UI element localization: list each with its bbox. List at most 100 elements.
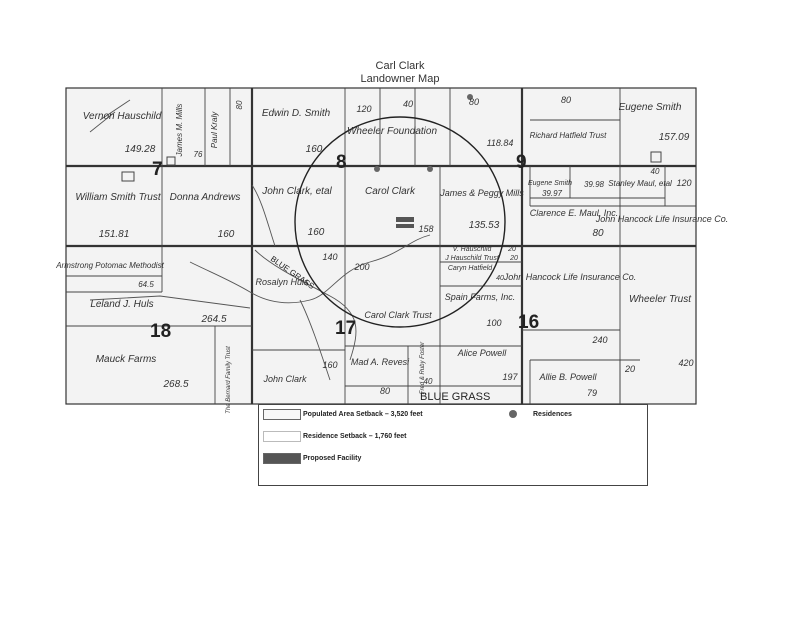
parcel-acres: 140 <box>322 252 337 262</box>
parcel-acres: 160 <box>308 227 325 238</box>
parcel-owner: The Bernard Family Trust <box>226 346 232 414</box>
parcel-owner: Clarence E. Maul, Inc. <box>530 208 619 218</box>
parcel-acres: 40 <box>424 377 433 386</box>
parcel-acres: 160 <box>306 144 323 155</box>
parcel-owner: Armstrong Potomac Methodist <box>55 261 164 270</box>
section-number: 9 <box>516 152 527 173</box>
parcel-owner: James M. Mills <box>175 104 184 158</box>
parcel-owner: Eugene Smith <box>619 102 682 113</box>
parcel-acres: 200 <box>353 262 369 272</box>
parcel-acres: 40 <box>651 167 660 176</box>
parcel-acres: 20 <box>624 364 635 374</box>
parcel-owner: William Smith Trust <box>75 192 162 203</box>
parcel-owner: Fred & Ruby Foster <box>420 341 426 394</box>
parcel-acres: 120 <box>676 178 691 188</box>
proposed-facility-marker <box>396 217 414 222</box>
parcel-acres: 80 <box>592 228 604 239</box>
legend-residences: Residences <box>533 411 572 418</box>
parcel-acres: 80 <box>561 95 571 105</box>
parcel-owner: Eugene Smith <box>528 180 572 187</box>
parcel-acres: 420 <box>678 358 693 368</box>
parcel-owner: Caryn Hatfield <box>448 265 493 272</box>
parcel-acres: 158 <box>418 224 433 234</box>
proposed-facility-marker-2 <box>396 224 414 228</box>
parcel-acres: 80 <box>380 386 390 396</box>
residence-setback-swatch <box>263 431 301 442</box>
parcel-owner: Donna Andrews <box>170 192 241 203</box>
parcel-acres: 80 <box>235 100 244 109</box>
parcel-acres: 120 <box>356 104 371 114</box>
parcel-owner: John Clark <box>262 374 307 384</box>
parcel-owner: John Hancock Life Insurance Co. <box>503 272 637 282</box>
residence-dot-3 <box>467 94 473 100</box>
parcel-owner: Mauck Farms <box>96 354 157 365</box>
parcel-acres: 149.28 <box>125 144 156 155</box>
parcel-acres: 100 <box>486 318 501 328</box>
map-legend: Populated Area Setback – 3,520 feet Resi… <box>258 404 648 486</box>
section-number: 17 <box>335 318 356 339</box>
parcel-acres: 64.5 <box>138 280 154 289</box>
small-box <box>650 151 662 163</box>
parcel-owner: Carol Clark <box>365 186 416 197</box>
parcel-owner: Rosalyn Huls <box>255 277 309 287</box>
parcel-owner: Alice Powell <box>457 348 508 358</box>
legend-populated-setback: Populated Area Setback – 3,520 feet <box>303 411 423 418</box>
section-number: 16 <box>518 312 539 333</box>
parcel-owner: John Clark, etal <box>261 186 332 197</box>
proposed-facility-swatch <box>263 453 301 464</box>
road-label: BLUE GRASS <box>420 391 490 403</box>
parcel-acres: 39.98 <box>584 180 605 189</box>
parcel-owner: J Hauschild Trust <box>444 255 500 262</box>
parcel-acres: 151.81 <box>99 229 130 240</box>
parcel-acres: 197 <box>502 372 518 382</box>
parcel-owner: Vernon Hauschild <box>83 111 162 122</box>
parcel-owner: Edwin D. Smith <box>262 108 331 119</box>
parcel-acres: 264.5 <box>200 314 226 325</box>
parcel-acres: 20 <box>509 255 518 262</box>
parcel-owner: Stanley Maul, etal <box>608 179 672 188</box>
legend-proposed-facility: Proposed Facility <box>303 455 362 462</box>
parcel-acres: 40 <box>496 275 504 282</box>
parcel-owner: Allie B. Powell <box>538 372 597 382</box>
map-title-owner: Carl Clark <box>375 60 425 72</box>
populated-setback-circle <box>294 116 506 328</box>
parcel-owner: Wheeler Foundation <box>347 126 437 137</box>
parcel-acres: 20 <box>507 246 516 253</box>
parcel-lines <box>66 88 696 404</box>
parcel-acres: 118.84 <box>487 138 514 148</box>
residence-dot-1 <box>374 166 380 172</box>
parcel-acres: 79 <box>587 388 597 398</box>
parcel-owner: Leland J. Huls <box>90 299 153 310</box>
creek-lines <box>89 99 431 381</box>
parcel-acres: 135.53 <box>469 220 500 231</box>
parcel-acres: 157.09 <box>659 132 690 143</box>
parcel-owner: Carol Clark Trust <box>364 310 432 320</box>
parcel-owner: John Hancock Life Insurance Co. <box>595 214 729 224</box>
parcel-acres: 240 <box>591 335 607 345</box>
parcel-acres: 39.97 <box>542 189 563 198</box>
parcel-owner: Mad A. Revesi <box>351 357 410 367</box>
parcel-acres: 160 <box>322 360 337 370</box>
parcel-owner: Richard Hatfield Trust <box>530 131 608 140</box>
small-box <box>166 156 176 166</box>
map-title: Landowner Map <box>360 73 440 85</box>
parcel-acres: 160 <box>218 229 235 240</box>
parcel-owner: Spain Farms, Inc. <box>445 292 516 302</box>
parcel-owner: V. Hauschild <box>453 246 493 253</box>
parcel-acres: 80 <box>469 97 479 107</box>
parcel-owner: Wheeler Trust <box>629 294 692 305</box>
legend-residence-setback: Residence Setback – 1,760 feet <box>303 433 407 440</box>
section-number: 7 <box>152 159 163 180</box>
residence-dot-2 <box>427 166 433 172</box>
parcel-acres: 268.5 <box>162 379 188 390</box>
parcel-owner: Paul Kraly <box>210 111 219 148</box>
section-lines <box>66 88 696 404</box>
populated-setback-swatch <box>263 409 301 420</box>
residence-legend-icon <box>509 410 517 418</box>
parcel-acres: 76 <box>194 150 203 159</box>
section-number: 8 <box>336 152 347 173</box>
parcel-acres: 40 <box>403 99 413 109</box>
small-box <box>121 171 135 182</box>
section-number: 18 <box>150 321 171 342</box>
